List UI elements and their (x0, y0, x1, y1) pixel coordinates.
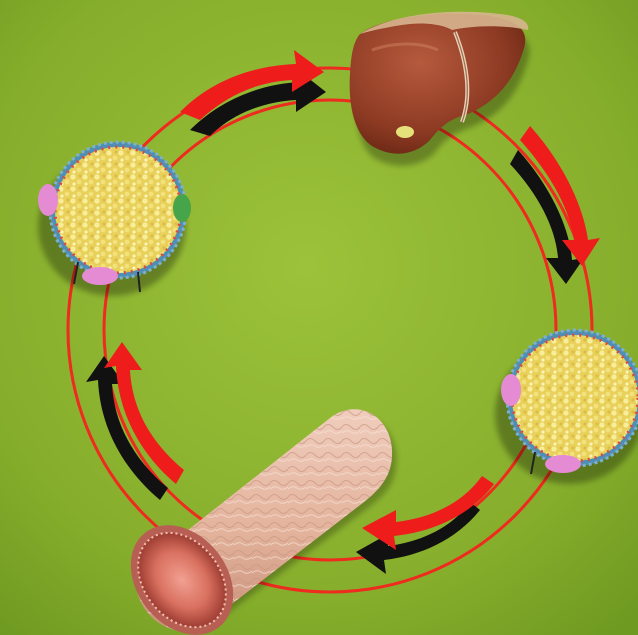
lipoprotein-cycle-diagram (0, 0, 638, 635)
diagram-canvas (0, 0, 638, 635)
